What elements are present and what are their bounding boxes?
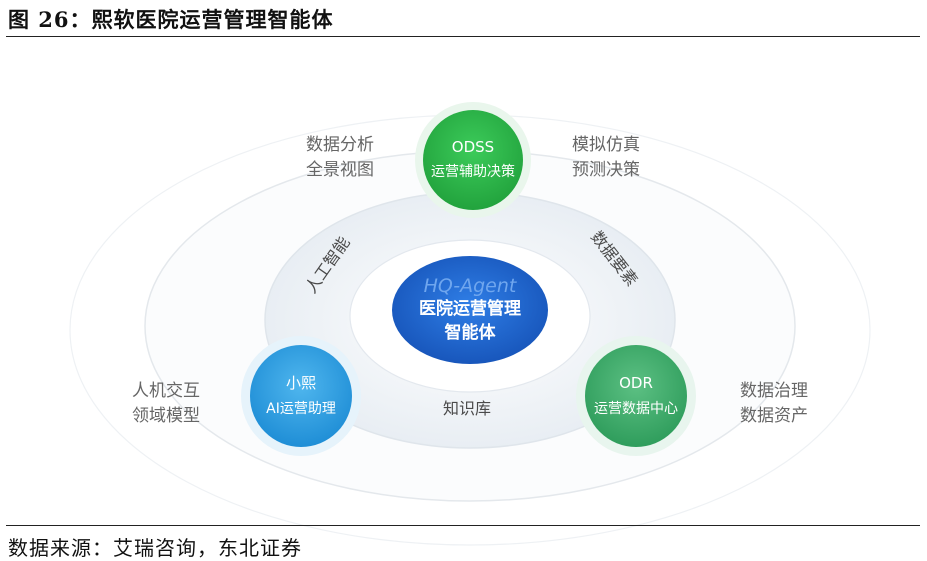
xiaoxi-node bbox=[250, 345, 352, 447]
xiaoxi-subtitle: AI运营助理 bbox=[266, 401, 336, 417]
figure-title: 图 26：熙软医院运营管理智能体 bbox=[8, 7, 334, 32]
odss-subtitle: 运营辅助决策 bbox=[431, 163, 515, 180]
outer-label-top-left-1: 数据分析 bbox=[306, 135, 374, 155]
center-core bbox=[392, 256, 548, 364]
figure-source: 数据来源：艾瑞咨询，东北证券 bbox=[8, 536, 302, 560]
outer-label-bottom-right-1: 数据治理 bbox=[740, 381, 808, 401]
odss-node bbox=[423, 110, 523, 210]
center-line1: 医院运营管理 bbox=[419, 298, 521, 319]
odr-node bbox=[585, 345, 687, 447]
outer-label-top-right-1: 模拟仿真 bbox=[572, 135, 640, 155]
ring-label-knowledge-base: 知识库 bbox=[443, 399, 491, 418]
outer-label-top-right-2: 预测决策 bbox=[572, 160, 640, 180]
top-rule bbox=[6, 36, 920, 37]
center-watermark: HQ-Agent bbox=[424, 275, 518, 297]
odr-title: ODR bbox=[619, 374, 653, 392]
outer-label-top-left-2: 全景视图 bbox=[306, 160, 374, 180]
xiaoxi-title: 小熙 bbox=[286, 374, 316, 392]
outer-label-bottom-left-1: 人机交互 bbox=[132, 381, 200, 401]
outer-label-bottom-right-2: 数据资产 bbox=[740, 406, 808, 426]
odss-title: ODSS bbox=[452, 138, 494, 156]
odr-subtitle: 运营数据中心 bbox=[594, 401, 678, 417]
bottom-rule bbox=[6, 525, 920, 526]
center-line2: 智能体 bbox=[445, 322, 497, 343]
outer-label-bottom-left-2: 领域模型 bbox=[132, 406, 200, 426]
